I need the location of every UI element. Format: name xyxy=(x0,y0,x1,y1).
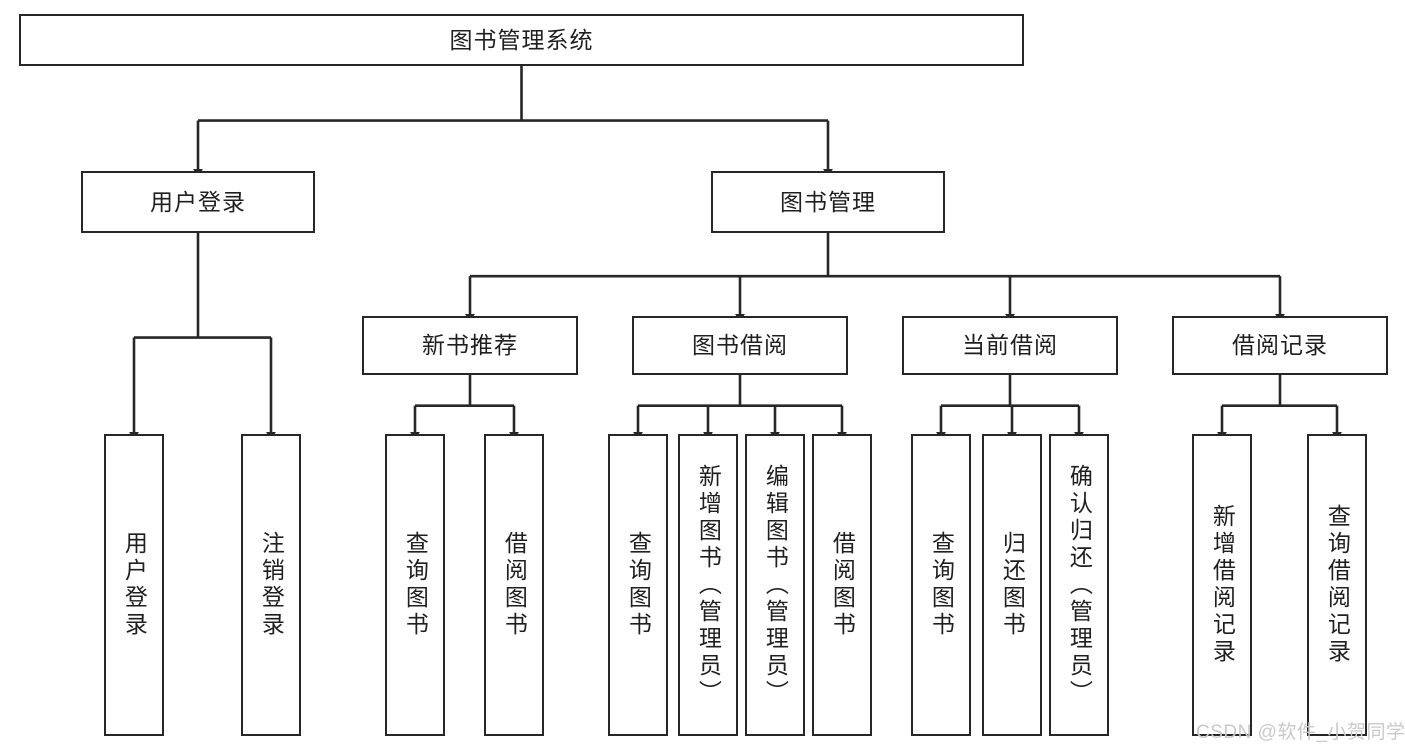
node-label: 当前借阅 xyxy=(962,332,1058,359)
node-label: 图书管理系统 xyxy=(449,26,594,53)
node-label: 确认归还（管理员） xyxy=(1066,463,1093,707)
node-leaf-login-1[interactable]: 用户登录 xyxy=(104,434,164,736)
node-label: 借阅图书 xyxy=(501,531,528,639)
node-current[interactable]: 当前借阅 xyxy=(902,316,1118,375)
node-leaf-cur-2[interactable]: 归还图书 xyxy=(982,434,1042,736)
csdn-watermark: CSDN @软件_小贺同学 xyxy=(1196,722,1405,743)
node-label: 借阅图书 xyxy=(829,531,856,639)
node-leaf-rec-2[interactable]: 查询借阅记录 xyxy=(1307,434,1367,736)
node-label: 查询图书 xyxy=(402,531,429,639)
node-bookmgmt[interactable]: 图书管理 xyxy=(711,171,945,233)
node-label: 图书借阅 xyxy=(692,332,788,359)
node-label: 借阅记录 xyxy=(1232,332,1328,359)
node-leaf-rec-1[interactable]: 新增借阅记录 xyxy=(1192,434,1252,736)
connector-lines xyxy=(129,66,1342,441)
node-leaf-cur-3[interactable]: 确认归还（管理员） xyxy=(1049,434,1109,736)
node-label: 新书推荐 xyxy=(422,332,518,359)
node-leaf-new-1[interactable]: 查询图书 xyxy=(385,434,445,736)
node-label: 图书管理 xyxy=(780,188,876,215)
node-leaf-new-2[interactable]: 借阅图书 xyxy=(484,434,544,736)
node-leaf-borrow-1[interactable]: 查询图书 xyxy=(608,434,668,736)
node-borrow[interactable]: 图书借阅 xyxy=(632,316,848,375)
node-leaf-cur-1[interactable]: 查询图书 xyxy=(911,434,971,736)
node-leaf-login-2[interactable]: 注销登录 xyxy=(241,434,301,736)
node-label: 归还图书 xyxy=(999,531,1026,639)
node-label: 编辑图书（管理员） xyxy=(762,463,789,707)
node-label: 用户登录 xyxy=(121,531,148,639)
node-label: 查询图书 xyxy=(625,531,652,639)
node-label: 用户登录 xyxy=(150,188,246,215)
node-leaf-borrow-4[interactable]: 借阅图书 xyxy=(812,434,872,736)
node-label: 注销登录 xyxy=(258,531,285,639)
node-records[interactable]: 借阅记录 xyxy=(1172,316,1388,375)
node-label: 查询借阅记录 xyxy=(1324,504,1351,666)
node-label: 新增借阅记录 xyxy=(1209,504,1236,666)
node-label: 新增图书（管理员） xyxy=(695,463,722,707)
node-root[interactable]: 图书管理系统 xyxy=(19,14,1024,66)
node-label: 查询图书 xyxy=(928,531,955,639)
node-newbook[interactable]: 新书推荐 xyxy=(362,316,578,375)
node-login[interactable]: 用户登录 xyxy=(81,171,315,233)
node-leaf-borrow-2[interactable]: 新增图书（管理员） xyxy=(678,434,738,736)
node-leaf-borrow-3[interactable]: 编辑图书（管理员） xyxy=(745,434,805,736)
